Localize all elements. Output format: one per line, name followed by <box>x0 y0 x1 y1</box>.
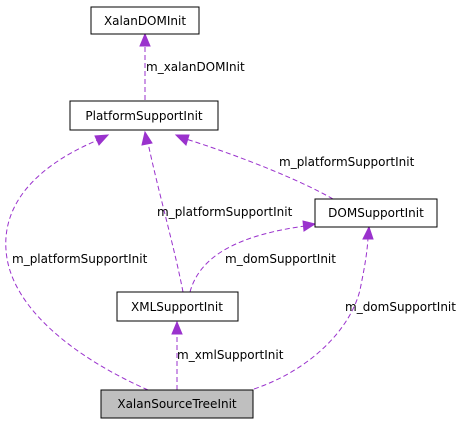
edge-source-to-dom: m_domSupportInit <box>253 225 456 390</box>
edge-label-xalan-dom-init: m_xalanDOMInit <box>146 60 245 74</box>
edge-label-xml-to-platform: m_platformSupportInit <box>157 205 293 219</box>
edge-source-to-platform: m_platformSupportInit <box>5 134 149 391</box>
edge-label-source-to-dom: m_domSupportInit <box>345 300 456 314</box>
edge-dom-to-platform: m_platformSupportInit <box>174 134 415 200</box>
edge-source-to-xml: m_xmlSupportInit <box>171 320 284 390</box>
node-label-xalan-source-tree-init: XalanSourceTreeInit <box>117 397 237 411</box>
node-xml-support-init[interactable]: XMLSupportInit <box>116 291 239 322</box>
node-label-platform-support-init: PlatformSupportInit <box>85 109 203 123</box>
node-label-xalan-dom-init: XalanDOMInit <box>104 14 186 28</box>
node-dom-support-init[interactable]: DOMSupportInit <box>314 198 438 228</box>
edge-label-xml-to-dom: m_domSupportInit <box>225 252 336 266</box>
edge-xml-to-dom: m_domSupportInit <box>189 220 336 293</box>
node-xalan-dom-init[interactable]: XalanDOMInit <box>90 6 200 35</box>
edge-label-dom-to-platform: m_platformSupportInit <box>279 155 415 169</box>
node-platform-support-init[interactable]: PlatformSupportInit <box>69 100 219 131</box>
node-label-xml-support-init: XMLSupportInit <box>131 300 223 314</box>
node-xalan-source-tree-init[interactable]: XalanSourceTreeInit <box>100 389 254 419</box>
node-label-dom-support-init: DOMSupportInit <box>328 206 424 220</box>
edge-label-source-to-xml: m_xmlSupportInit <box>177 348 284 362</box>
edge-xalan-dom-init: m_xalanDOMInit <box>139 32 245 100</box>
edge-xml-to-platform: m_platformSupportInit <box>141 130 293 293</box>
edge-label-source-to-platform: m_platformSupportInit <box>12 252 148 266</box>
